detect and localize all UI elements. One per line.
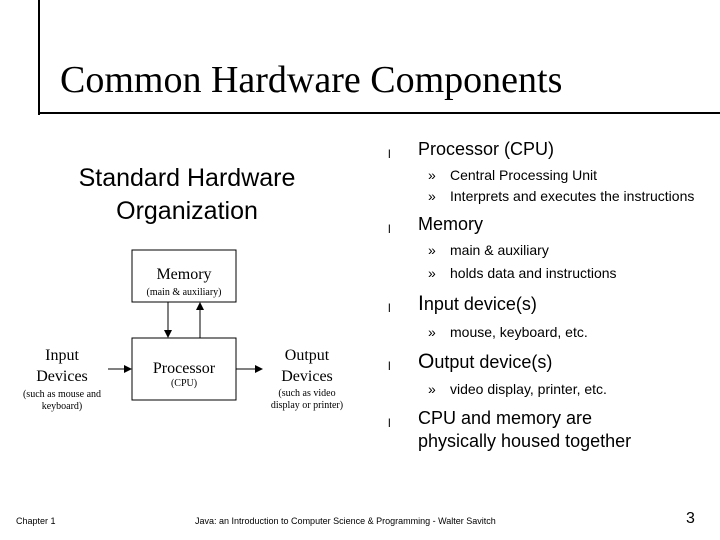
bullet-mark: l xyxy=(388,359,391,373)
bullet-text: CPU and memory are physically housed tog… xyxy=(418,408,632,451)
footer-book-title: Java: an Introduction to Computer Scienc… xyxy=(195,516,496,526)
input-sub-line1: (such as mouse and xyxy=(23,389,101,400)
sub-bullet-text: Interprets and executes the instructions xyxy=(450,188,695,204)
output-sub-line2: display or printer) xyxy=(271,400,343,411)
bullet-mark: l xyxy=(388,147,391,161)
sub-bullet-mark: » xyxy=(428,265,436,281)
title-rule xyxy=(38,112,720,114)
bullet-processor: l Processor (CPU) xyxy=(388,138,718,161)
sub-bullet: » holds data and instructions xyxy=(388,264,718,282)
input-label-line2: Devices xyxy=(36,368,88,385)
slide-title: Common Hardware Components xyxy=(60,59,563,101)
processor-label: Processor xyxy=(153,360,216,377)
diagram-subtitle: Standard Hardware Organization xyxy=(78,164,296,225)
bullet-mark: l xyxy=(388,416,391,430)
bullet-cpu-memory-housing: l CPU and memory are physically housed t… xyxy=(388,407,668,453)
sub-bullet: » Central Processing Unit xyxy=(388,166,718,184)
sub-bullet-text: mouse, keyboard, etc. xyxy=(450,324,588,340)
sub-bullet: » main & auxiliary xyxy=(388,241,718,259)
sub-bullet-mark: » xyxy=(428,167,436,183)
bullet-list: l Processor (CPU) » Central Processing U… xyxy=(388,134,718,453)
sub-bullet: » mouse, keyboard, etc. xyxy=(388,323,718,341)
bullet-memory: l Memory xyxy=(388,213,718,236)
bullet-mark: l xyxy=(388,222,391,236)
memory-sublabel: (main & auxiliary) xyxy=(147,287,222,298)
processor-sublabel: (CPU) xyxy=(171,378,197,389)
output-sub-line1: (such as video xyxy=(278,388,335,399)
bullet-output-devices: l Output device(s) xyxy=(388,350,718,374)
bullet-text: Processor (CPU) xyxy=(418,139,555,159)
sub-bullet-text: Central Processing Unit xyxy=(450,167,598,183)
bullet-mark: l xyxy=(388,301,391,315)
bullet-text: Memory xyxy=(418,214,484,234)
bullet-input-devices: l Input device(s) xyxy=(388,292,718,316)
bullet-text: nput device(s) xyxy=(423,294,537,314)
sub-bullet-text: main & auxiliary xyxy=(450,242,549,258)
output-label-line2: Devices xyxy=(281,368,333,385)
sub-bullet-mark: » xyxy=(428,188,436,204)
sub-bullet-mark: » xyxy=(428,242,436,258)
processor-box xyxy=(131,337,237,401)
sub-bullet: » video display, printer, etc. xyxy=(388,380,718,398)
bullet-text: utput device(s) xyxy=(434,352,553,372)
sub-bullet: » Interprets and executes the instructio… xyxy=(388,187,718,205)
hardware-diagram: Memory (main & auxiliary) Processor (CPU… xyxy=(23,249,343,412)
footer-chapter: Chapter 1 xyxy=(16,516,56,526)
memory-box xyxy=(131,249,237,303)
output-label-line1: Output xyxy=(285,347,330,364)
bullet-first-letter: O xyxy=(418,350,435,373)
sub-bullet-mark: » xyxy=(428,324,436,340)
bullet-first-letter: I xyxy=(418,292,424,315)
memory-label: Memory xyxy=(156,266,211,283)
sub-bullet-text: holds data and instructions xyxy=(450,265,617,281)
page-number: 3 xyxy=(686,510,695,527)
title-vertical-rule xyxy=(38,0,40,115)
sub-bullet-text: video display, printer, etc. xyxy=(450,381,607,397)
input-sub-line2: keyboard) xyxy=(42,401,83,412)
sub-bullet-mark: » xyxy=(428,381,436,397)
input-label-line1: Input xyxy=(45,347,79,364)
